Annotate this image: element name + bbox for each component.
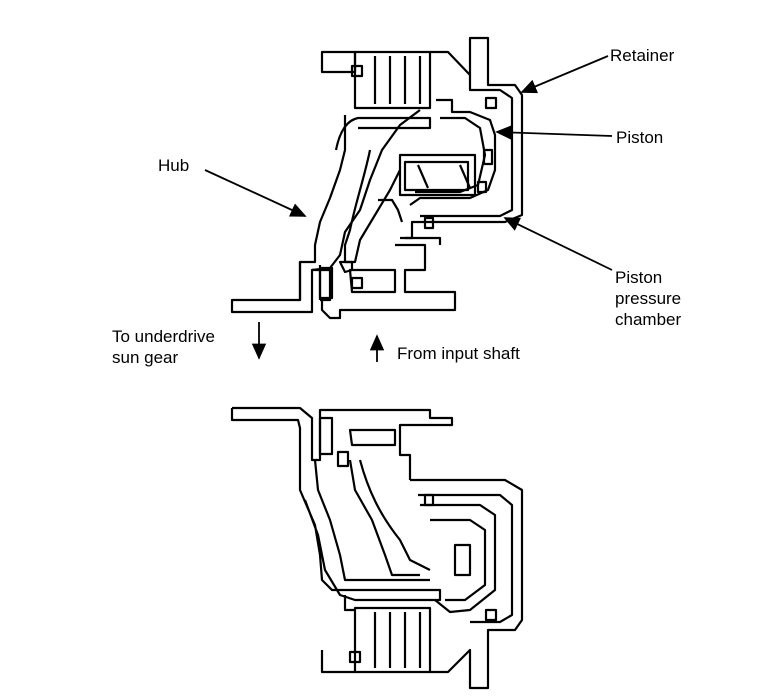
to-underdrive-sun-gear-label: To underdrive sun gear <box>112 326 215 368</box>
piston-pressure-chamber-line-1: Piston <box>615 268 663 287</box>
retainer-upper <box>405 36 524 240</box>
hub-lower <box>298 460 442 602</box>
from-input-shaft-label: From input shaft <box>397 344 520 363</box>
to-underdrive-line-1: To underdrive <box>112 327 216 346</box>
piston-upper <box>409 98 497 206</box>
leader-lines <box>204 55 613 362</box>
hub-leader <box>204 169 307 217</box>
upper-assembly <box>230 36 524 320</box>
piston-pressure-chamber-line-3: chamber <box>615 310 682 329</box>
retainer-leader <box>520 55 609 94</box>
retainer-lower <box>410 478 524 690</box>
input-shaft-lower <box>232 406 454 480</box>
piston-leader <box>495 125 613 140</box>
to-underdrive-line-2: sun gear <box>112 348 179 367</box>
piston-label: Piston <box>616 128 664 147</box>
clutch-pack-lower <box>353 606 432 674</box>
piston-pressure-chamber-label: Piston pressure chamber <box>615 267 681 330</box>
clutch-pack-upper <box>320 50 357 74</box>
piston-lower <box>420 503 497 614</box>
hub-label: Hub <box>158 156 190 175</box>
piston-pressure-chamber-line-2: pressure <box>615 289 682 308</box>
pressure-chamber-leader <box>503 217 613 271</box>
lower-assembly <box>230 406 524 690</box>
retainer-label: Retainer <box>610 46 675 65</box>
